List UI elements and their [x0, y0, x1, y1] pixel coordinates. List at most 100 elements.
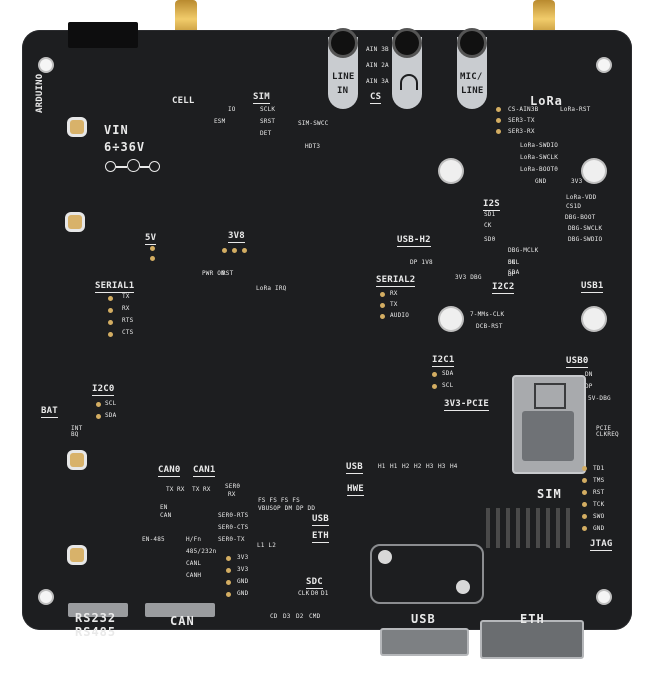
eth-port[interactable] [480, 620, 584, 659]
sim-pin-io: IO [228, 106, 236, 113]
lora-antenna-connector [533, 0, 555, 38]
via [226, 556, 231, 561]
via [582, 478, 587, 483]
headphone-icon [400, 74, 418, 90]
jtag-pin-tck: TCK [593, 501, 605, 508]
jtag-pin-gnd: GND [593, 525, 605, 532]
rs-pin-hfn: H/Fn [186, 536, 202, 543]
i2c2-pin-scl: SCL [508, 259, 520, 266]
can0-header: CAN0 [158, 465, 181, 477]
hwe-header: HWE [347, 484, 364, 496]
rs485-label: RS485 [75, 625, 117, 639]
i2s-pin-sd1: SD1 [484, 211, 496, 218]
line-in-jack[interactable]: LINE IN [328, 31, 358, 109]
sim-card-holder[interactable] [512, 375, 586, 474]
usb-row-h3a: H3 [426, 463, 434, 470]
dbg-pin-swdio: DBG-SWDIO [568, 236, 603, 243]
jtag-pin-tms: TMS [593, 477, 605, 484]
via [496, 129, 501, 134]
via [232, 248, 237, 253]
i2c0-pin-sda: SDA [105, 412, 117, 419]
usb-h2-header: USB-H2 [397, 235, 431, 247]
usb-port[interactable] [380, 628, 469, 656]
usb0-header: USB0 [566, 356, 589, 368]
lora-pin-ser3rx: SER3-RX [508, 128, 535, 135]
via [226, 592, 231, 597]
lora-pin-cs: CS-AIN3B [508, 106, 539, 113]
via [108, 320, 113, 325]
rs-pin-ser0-rts: SER0-RTS [218, 512, 249, 519]
sdc-pin-clk: CLK [298, 590, 310, 597]
lora-pin-swdio: LoRa-SWDIO [520, 142, 559, 149]
jtag-header: JTAG [590, 539, 613, 551]
lora-pin-rst: LoRa-RST [560, 106, 591, 113]
sim-pin-esm: ESM [214, 118, 226, 125]
ain2a-label: AIN 2A [366, 62, 389, 69]
via [582, 466, 587, 471]
power-connector [68, 22, 138, 48]
via [96, 402, 101, 407]
can-terminal[interactable] [145, 603, 215, 617]
jack-label-mic: MIC/ [460, 72, 483, 82]
sdc-pin-cd: CD [270, 613, 278, 620]
eth-pin-header [486, 508, 576, 548]
screw-left [378, 550, 392, 564]
rs-pin-3v3b: 3V3 [237, 566, 249, 573]
mic-line-jack[interactable]: MIC/ LINE [457, 31, 487, 109]
test-pad-4 [70, 548, 84, 562]
i2c2-pin-sda: SDA [508, 269, 520, 276]
rs-pin-en485: EN-485 [142, 536, 165, 543]
3v8-header: 3V8 [228, 231, 245, 243]
rs-pin-485: 485/232n [186, 548, 217, 555]
3v3-pcie-header: 3V3-PCIE [444, 399, 489, 411]
db-connector [370, 544, 484, 604]
mount-hole-tl [40, 59, 52, 71]
via [380, 314, 385, 319]
rs-pin-gnda: GND [237, 578, 249, 585]
usb-mid-header: USB [312, 514, 329, 526]
serial2-pin-rx: RX [390, 290, 398, 297]
dp-1v8-label: DP 1V8 [410, 259, 433, 266]
ain3b-label: AIN 3B [366, 46, 389, 53]
ser0-label: SER0 [225, 483, 241, 490]
rs-pin-canl: CANL [186, 560, 202, 567]
sim-header: SIM [253, 92, 270, 104]
jtag-pin-rst: RST [593, 489, 605, 496]
can1-header: CAN1 [193, 465, 216, 477]
jack-label-line: LINE [332, 72, 355, 82]
via [226, 580, 231, 585]
lora-pin-gnd: GND [535, 178, 547, 185]
rst-label: RST [222, 270, 234, 277]
i2c2-header: I2C2 [492, 282, 515, 294]
test-pad-1 [70, 120, 84, 134]
sdc-header: SDC [306, 577, 323, 589]
mount-hole-m4 [583, 308, 605, 330]
mount-hole-br [598, 591, 610, 603]
mount-hole-m3 [440, 308, 462, 330]
polarity-icon [105, 159, 161, 173]
eth-label: ETH [520, 612, 545, 626]
usb0-pin-5vdbg: 5V-DBG [588, 395, 611, 402]
headphone-jack[interactable] [392, 31, 422, 109]
ser0-rx-label: RX [228, 491, 236, 498]
can-pin-en: EN [160, 504, 168, 511]
via [242, 248, 247, 253]
vin-label: VIN [104, 123, 129, 137]
lora-pin-swclk: LoRa-SWCLK [520, 154, 559, 161]
pwr-on-label: PWR ON [202, 270, 225, 277]
can-label: CAN [170, 614, 195, 628]
via [108, 332, 113, 337]
jack-label-line2: LINE [461, 86, 484, 96]
usb1-pin-dp: DP [508, 271, 516, 278]
dbg-pin-mclk: DBG-MCLK [508, 247, 539, 254]
via [380, 303, 385, 308]
jack-label-in: IN [337, 86, 349, 96]
rs232-terminal[interactable] [68, 603, 128, 617]
can0-pin-tx: TX [166, 486, 174, 493]
rs232-label: RS232 [75, 611, 117, 625]
usb1-header: USB1 [581, 281, 604, 293]
lora-irq-label: LoRa IRQ [256, 285, 287, 292]
sim-swcc-label: SIM-SWCC [298, 120, 329, 127]
serial1-pin-rts: RTS [122, 317, 134, 324]
